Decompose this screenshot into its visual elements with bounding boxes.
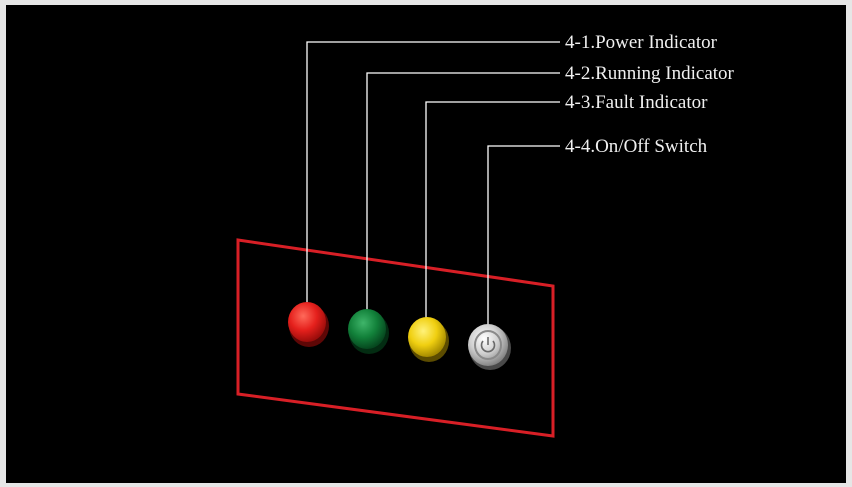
- power-symbol-icon: [480, 337, 496, 353]
- panel-diagram-svg: [236, 41, 560, 438]
- label-running-indicator: 4-2.Running Indicator: [565, 63, 734, 84]
- leader-line-running: [366, 72, 560, 322]
- leader-lines: [306, 41, 560, 335]
- label-on-off-switch: 4-4.On/Off Switch: [565, 136, 708, 157]
- label-power-indicator: 4-1.Power Indicator: [565, 32, 717, 53]
- on-off-switch: [468, 324, 511, 370]
- leader-line-power: [306, 41, 560, 313]
- running-indicator-lamp: [348, 309, 389, 354]
- label-fault-indicator: 4-3.Fault Indicator: [565, 92, 708, 113]
- fault-indicator-lamp: [408, 317, 449, 362]
- diagram-canvas: 4-1.Power Indicator 4-2.Running Indicato…: [6, 5, 846, 483]
- power-indicator-lamp: [288, 302, 329, 347]
- control-panel-outline: [236, 238, 555, 438]
- leader-line-switch: [487, 145, 560, 335]
- leader-line-fault: [425, 101, 560, 329]
